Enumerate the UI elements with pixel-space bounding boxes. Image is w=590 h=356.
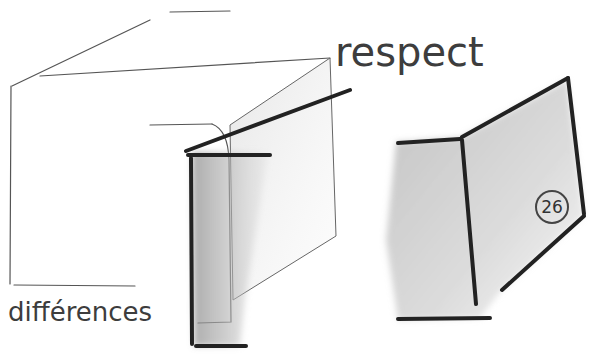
- node-text: 26: [541, 198, 563, 217]
- thick-strokes: [186, 90, 350, 346]
- solid-box-wash: [386, 80, 584, 320]
- label-holder: différences: [8, 298, 152, 327]
- solid-box-strokes: [398, 78, 584, 319]
- label-holder: respect: [335, 30, 484, 74]
- heading-word: respect: [335, 30, 484, 74]
- face-wash: [192, 152, 268, 346]
- side-word: différences: [8, 298, 152, 327]
- callout-number: 26: [535, 190, 569, 224]
